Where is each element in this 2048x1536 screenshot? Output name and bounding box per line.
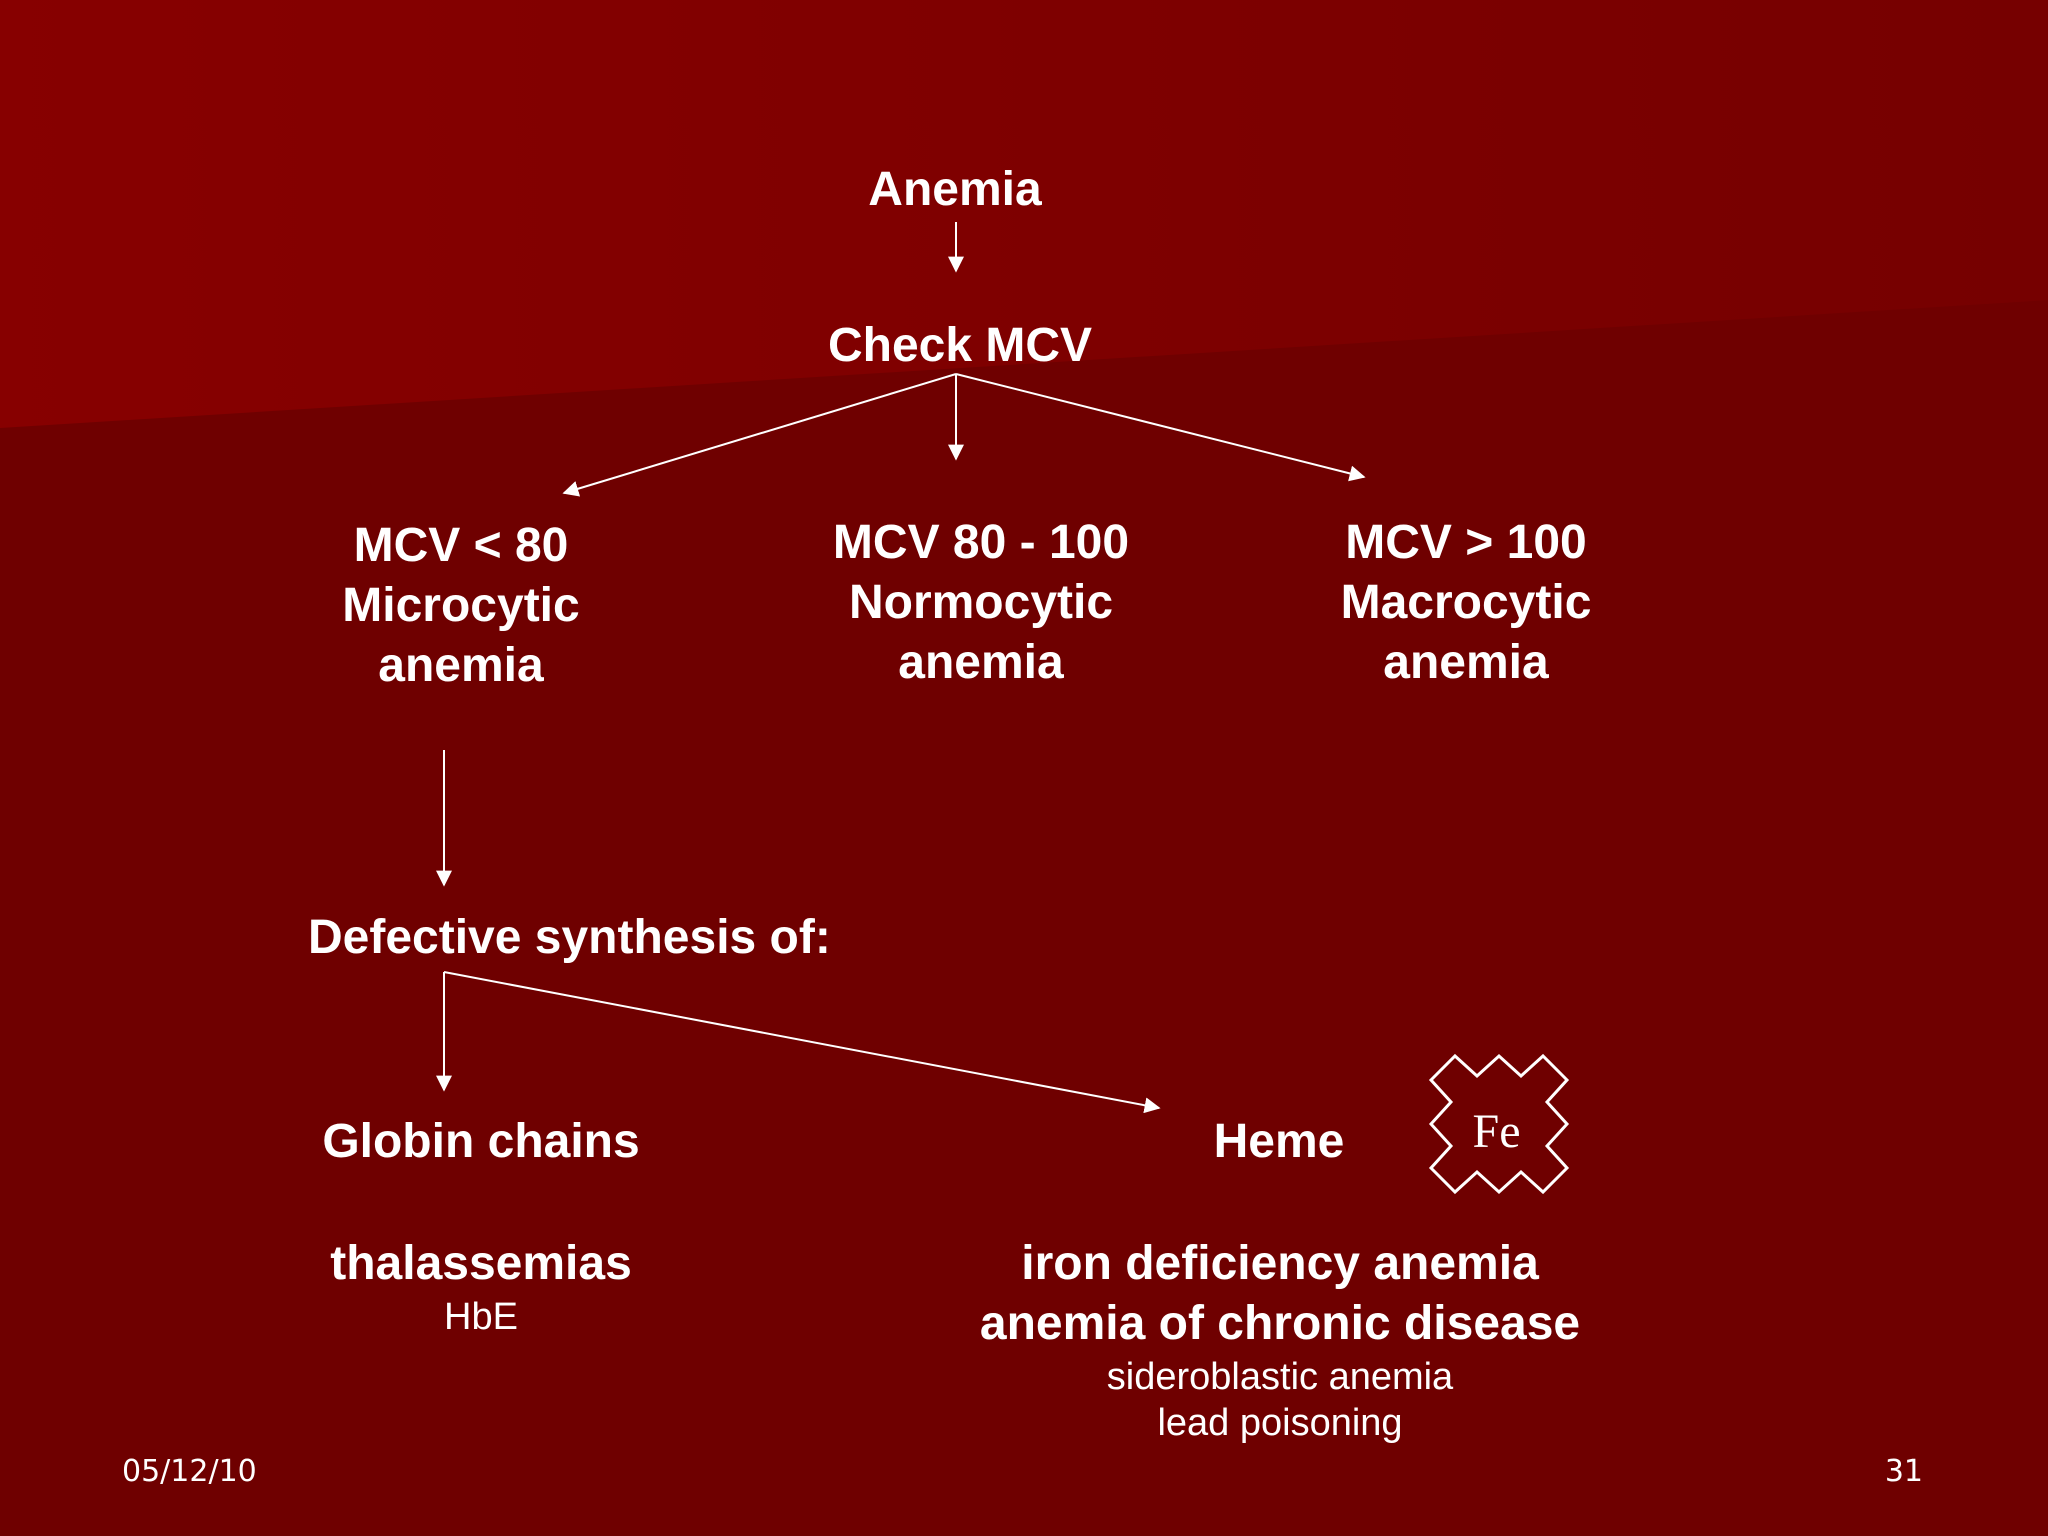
chronic-disease-label: anemia of chronic disease xyxy=(979,1297,1581,1350)
normocytic-line-3: anemia xyxy=(898,636,1064,689)
footer-page-number: 31 xyxy=(1884,1454,1923,1489)
normocytic-line-2: Normocytic xyxy=(848,576,1114,629)
arrow-defective-to-heme xyxy=(443,971,1161,1114)
heme-label: Heme xyxy=(1213,1115,1345,1168)
globin-chains-label: Globin chains xyxy=(322,1115,640,1168)
fe-badge-label: Fe xyxy=(1472,1105,1521,1158)
defective-synthesis-label: Defective synthesis of: xyxy=(308,911,831,964)
macrocytic-line-1: MCV > 100 xyxy=(1345,516,1587,569)
thalassemias-label: thalassemias xyxy=(330,1237,632,1290)
microcytic-line-3: anemia xyxy=(378,639,544,692)
fe-badge-shape xyxy=(1428,1053,1570,1195)
footer-date: 05/12/10 xyxy=(122,1454,257,1489)
sideroblastic-label: sideroblastic anemia xyxy=(1106,1356,1454,1398)
hbe-label: HbE xyxy=(444,1296,518,1338)
iron-deficiency-label: iron deficiency anemia xyxy=(1021,1237,1539,1290)
node-defective-synthesis: Defective synthesis of: xyxy=(308,914,831,962)
microcytic-line-2: Microcytic xyxy=(342,579,580,632)
microcytic-line-1: MCV < 80 xyxy=(353,519,569,572)
lead-poisoning-label: lead poisoning xyxy=(1157,1402,1403,1444)
arrow-check-to-macro xyxy=(955,373,1366,482)
macrocytic-line-3: anemia xyxy=(1383,636,1549,689)
anemia-label: Anemia xyxy=(868,163,1042,216)
arrow-check-to-micro xyxy=(562,373,957,497)
macrocytic-line-2: Macrocytic xyxy=(1340,576,1592,629)
normocytic-line-1: MCV 80 - 100 xyxy=(832,516,1130,569)
check-mcv-label: Check MCV xyxy=(827,319,1093,372)
